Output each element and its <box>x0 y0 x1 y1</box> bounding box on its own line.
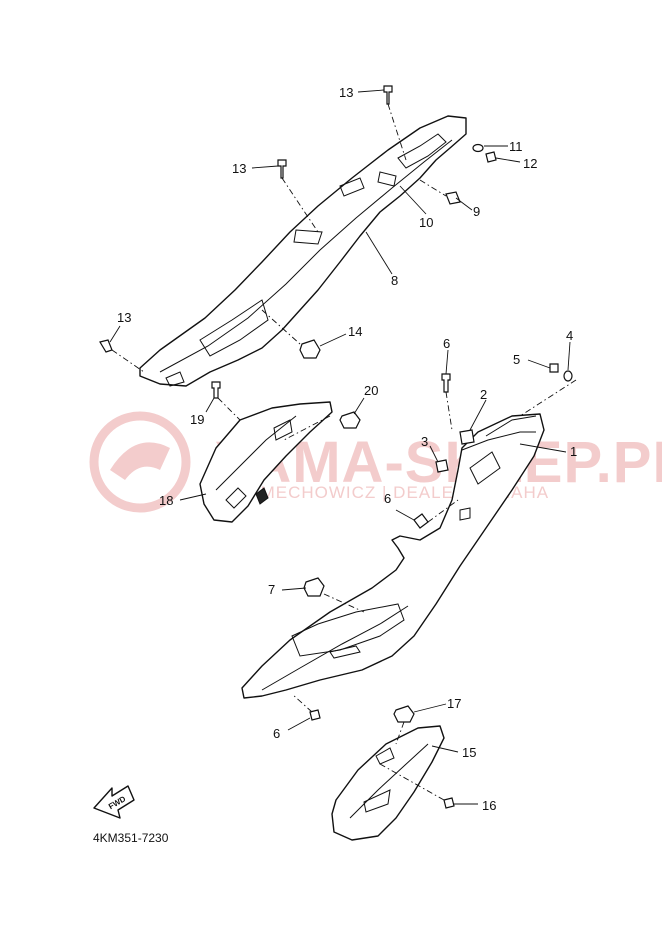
bolt-5 <box>549 363 559 373</box>
grommet-14 <box>299 339 321 359</box>
screw-6-lower <box>309 709 321 721</box>
callout-6-top: 6 <box>443 336 450 351</box>
watermark: YAMA-SKLEP.PL P.H. MECHOWICZ | DEALER YA… <box>89 411 662 513</box>
callout-20: 20 <box>364 383 378 398</box>
callout-3: 3 <box>421 434 428 449</box>
screw-6-top <box>441 373 451 393</box>
callout-15: 15 <box>462 745 476 760</box>
callout-18: 18 <box>159 493 173 508</box>
bolt-16 <box>443 797 455 809</box>
grommet-7 <box>303 577 325 597</box>
nut-12 <box>485 151 497 163</box>
watermark-logo-mark <box>110 442 170 480</box>
callout-1: 1 <box>570 444 577 459</box>
grommet-17 <box>393 705 415 723</box>
callout-5: 5 <box>513 352 520 367</box>
diagram-ref: 4KM351-7230 <box>93 831 169 845</box>
part-1-side-cover <box>241 413 545 699</box>
callout-17: 17 <box>447 696 461 711</box>
part-8-upper-side-cover <box>139 115 467 387</box>
callout-6-lower: 6 <box>273 726 280 741</box>
callout-19: 19 <box>190 412 204 427</box>
callout-12: 12 <box>523 156 537 171</box>
clip-9 <box>445 191 461 205</box>
watermark-logo-ring <box>89 411 191 513</box>
callout-7: 7 <box>268 582 275 597</box>
washer-11 <box>472 143 484 153</box>
washer-4 <box>563 370 573 382</box>
leader-lines <box>109 89 577 805</box>
fwd-arrow-icon: FWD <box>93 785 135 819</box>
callout-8: 8 <box>391 273 398 288</box>
callout-13-top: 13 <box>339 85 353 100</box>
callout-labels: 13 11 12 13 9 10 8 13 14 6 4 5 20 19 2 3… <box>117 85 577 813</box>
hardware <box>99 85 573 809</box>
callout-4: 4 <box>566 328 573 343</box>
clip-3 <box>435 459 449 473</box>
callout-13-left: 13 <box>117 310 131 325</box>
callout-16: 16 <box>482 798 496 813</box>
part-18-bracket <box>199 401 333 523</box>
part-15-lower-cover <box>331 725 445 841</box>
callout-9: 9 <box>473 204 480 219</box>
grommet-20 <box>339 411 361 429</box>
bolt-13-top <box>383 85 393 105</box>
bolt-19 <box>211 381 221 399</box>
bolt-13-mid <box>277 159 287 179</box>
callout-6-mid: 6 <box>384 491 391 506</box>
damper-2 <box>459 429 475 445</box>
screw-6-mid <box>413 513 429 529</box>
callout-2: 2 <box>480 387 487 402</box>
callout-14: 14 <box>348 324 362 339</box>
callout-10: 10 <box>419 215 433 230</box>
callout-13-mid: 13 <box>232 161 246 176</box>
callout-11: 11 <box>509 139 523 154</box>
